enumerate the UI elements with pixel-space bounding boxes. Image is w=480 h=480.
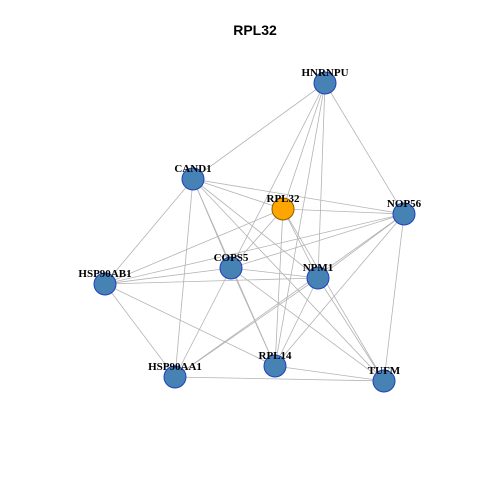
edge-hnrnpu-nop56 bbox=[324, 82, 405, 215]
node-label: HSP90AA1 bbox=[148, 361, 202, 373]
node-label: NOP56 bbox=[387, 198, 422, 210]
node-circle[interactable] bbox=[181, 167, 205, 191]
node-rpl32[interactable]: RPL32 bbox=[267, 193, 301, 221]
edge-nop56-tufm bbox=[383, 213, 405, 382]
edge-rpl32-tufm bbox=[282, 208, 385, 382]
edge-cops5-tufm bbox=[230, 267, 385, 382]
edge-nop56-rpl14 bbox=[274, 213, 405, 367]
edge-rpl32-rpl14 bbox=[274, 208, 284, 367]
node-label: COPS5 bbox=[214, 252, 249, 264]
node-label: NPM1 bbox=[303, 262, 334, 274]
edge-cops5-rpl14 bbox=[230, 267, 276, 367]
node-npm1[interactable]: NPM1 bbox=[303, 262, 334, 290]
node-circle[interactable] bbox=[263, 354, 287, 378]
edge-nop56-hsp90aa1 bbox=[174, 213, 405, 378]
edge-cand1-rpl32 bbox=[192, 178, 284, 210]
diagram-title: RPL32 bbox=[233, 22, 277, 38]
edge-hnrnpu-rpl14 bbox=[274, 82, 326, 367]
edge-hsp90aa1-tufm bbox=[174, 376, 385, 382]
edge-layer bbox=[104, 82, 405, 382]
node-nop56[interactable]: NOP56 bbox=[387, 198, 422, 226]
edge-nop56-hsp90ab1 bbox=[104, 213, 405, 285]
node-rpl14[interactable]: RPL14 bbox=[259, 350, 293, 378]
node-circle[interactable] bbox=[313, 71, 337, 95]
edge-cand1-hsp90aa1 bbox=[174, 178, 194, 378]
node-cops5[interactable]: COPS5 bbox=[214, 252, 249, 280]
edge-npm1-tufm bbox=[317, 277, 385, 382]
node-label: RPL14 bbox=[259, 350, 293, 362]
edge-hnrnpu-npm1 bbox=[317, 82, 326, 279]
edge-rpl32-hsp90ab1 bbox=[104, 208, 284, 285]
edge-cand1-tufm bbox=[192, 178, 385, 382]
node-label: HNRNPU bbox=[301, 67, 348, 79]
node-label: HSP90AB1 bbox=[78, 268, 131, 280]
edge-npm1-hsp90aa1 bbox=[174, 277, 319, 378]
node-label: RPL32 bbox=[267, 193, 301, 205]
node-circle[interactable] bbox=[372, 369, 396, 393]
edge-npm1-rpl14 bbox=[274, 277, 319, 367]
node-label: CAND1 bbox=[174, 163, 211, 175]
node-circle[interactable] bbox=[219, 256, 243, 280]
node-label: TUFM bbox=[368, 365, 401, 377]
edge-cops5-npm1 bbox=[230, 267, 319, 279]
node-circle[interactable] bbox=[271, 197, 295, 221]
node-circle[interactable] bbox=[93, 272, 117, 296]
node-hsp90ab1[interactable]: HSP90AB1 bbox=[78, 268, 132, 296]
edge-hnrnpu-cand1 bbox=[192, 82, 326, 180]
edge-cand1-npm1 bbox=[192, 178, 319, 279]
edge-hsp90ab1-rpl14 bbox=[104, 283, 276, 367]
edge-cand1-hsp90ab1 bbox=[104, 178, 194, 285]
node-cand1[interactable]: CAND1 bbox=[174, 163, 212, 191]
edge-hsp90ab1-npm1 bbox=[104, 277, 319, 285]
edge-rpl14-tufm bbox=[274, 365, 385, 382]
node-circle[interactable] bbox=[163, 365, 187, 389]
node-circle[interactable] bbox=[306, 266, 330, 290]
edge-rpl32-cops5 bbox=[230, 208, 284, 269]
edge-hnrnpu-rpl32 bbox=[282, 82, 326, 210]
edge-nop56-cops5 bbox=[230, 213, 405, 269]
edge-hsp90ab1-cops5 bbox=[104, 267, 232, 285]
node-hsp90aa1[interactable]: HSP90AA1 bbox=[148, 361, 202, 389]
edge-cops5-hsp90aa1 bbox=[174, 267, 232, 378]
node-circle[interactable] bbox=[392, 202, 416, 226]
node-tufm[interactable]: TUFM bbox=[368, 365, 401, 393]
edge-hnrnpu-cops5 bbox=[230, 82, 326, 269]
edge-cand1-nop56 bbox=[192, 178, 405, 215]
edge-rpl32-nop56 bbox=[282, 208, 405, 215]
edge-hsp90ab1-hsp90aa1 bbox=[104, 283, 176, 378]
node-hnrnpu[interactable]: HNRNPU bbox=[301, 67, 349, 95]
edge-rpl32-npm1 bbox=[282, 208, 319, 279]
